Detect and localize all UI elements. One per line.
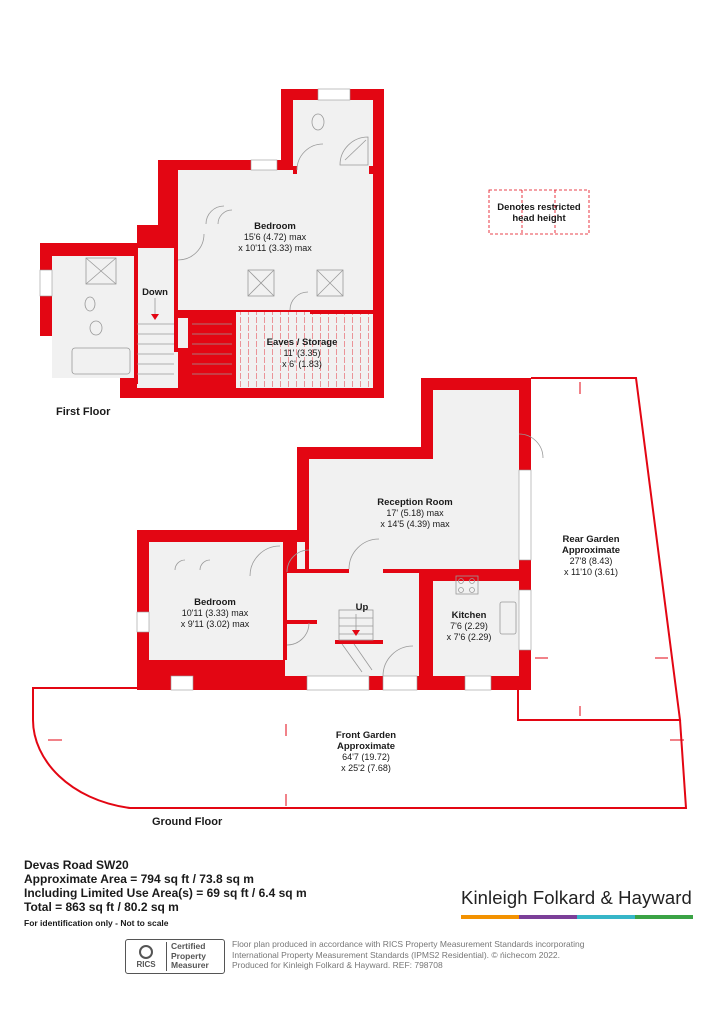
property-info: Devas Road SW20 Approximate Area = 794 s… — [24, 858, 307, 930]
eaves-dim1: 11' (3.35) — [283, 348, 320, 358]
disclaimer: Floor plan produced in accordance with R… — [232, 939, 652, 971]
eaves-restricted-area — [233, 312, 372, 388]
first-floor-stairs — [137, 298, 232, 375]
front-garden-outline — [32, 687, 688, 809]
bath-icon — [71, 347, 131, 375]
rear-garden-sub: Approximate — [562, 545, 620, 556]
first-floor-windows — [39, 88, 351, 297]
toilet-icon — [89, 320, 103, 336]
scale-note: For identification only - Not to scale — [24, 918, 169, 928]
shower-icon — [339, 136, 369, 166]
reception-name: Reception Room — [377, 497, 452, 508]
stairs-down-label: Down — [142, 287, 168, 298]
front-garden-sub: Approximate — [337, 741, 395, 752]
front-garden-dim1: 64'7 (19.72) — [342, 752, 390, 762]
toilet-icon — [311, 113, 325, 131]
stair-arrow-icon — [352, 630, 360, 636]
total-area: Total = 863 sq ft / 80.2 sq m — [24, 900, 179, 914]
ground-floor: Reception Room 17' (5.18) max x 14'5 (4.… — [32, 377, 688, 828]
ground-floor-windows — [136, 469, 532, 691]
kitchen-dim2: x 7'6 (2.29) — [447, 632, 492, 642]
hob-icon — [458, 578, 464, 584]
brand-bar-teal — [577, 915, 635, 919]
bedroom-ground-dim2: x 9'11 (3.02) max — [181, 619, 250, 629]
disclaimer-line2: International Property Measurement Stand… — [232, 949, 561, 960]
limited-use-area: Including Limited Use Area(s) = 69 sq ft… — [24, 886, 307, 900]
ground-floor-internal-walls — [137, 447, 531, 690]
rics-logo-text: RICS — [136, 959, 156, 969]
ground-floor-label: Ground Floor — [152, 816, 223, 828]
bedroom-first-name: Bedroom — [254, 221, 296, 232]
eaves-dim2: x 6' (1.83) — [282, 359, 322, 369]
rear-garden-name: Rear Garden — [562, 534, 619, 545]
bedroom-first-dim2: x 10'11 (3.33) max — [238, 243, 312, 253]
rics-badge: RICS Certified Property Measurer — [125, 939, 225, 974]
kitchen-dim1: 7'6 (2.29) — [450, 621, 488, 631]
bedroom-ground-name: Bedroom — [194, 597, 236, 608]
skylight-icon — [247, 269, 275, 297]
ground-floor-rooms — [149, 390, 519, 676]
bedroom-ground-dim1: 10'11 (3.33) max — [182, 608, 249, 618]
basin-icon — [84, 296, 96, 312]
legend-line1: Denotes restricted — [497, 202, 581, 213]
brand-bar-orange — [461, 915, 519, 919]
brand-bar-green — [635, 915, 693, 919]
garden-dimension-arrows — [48, 382, 684, 806]
disclaimer-line1: Floor plan produced in accordance with R… — [232, 939, 585, 949]
brand-bar-purple — [519, 915, 577, 919]
eaves-name: Eaves / Storage — [267, 337, 338, 348]
rear-garden-dim2: x 11'10 (3.61) — [564, 567, 618, 577]
rics-line2: Property — [171, 950, 206, 961]
skylight-icon — [316, 269, 344, 297]
legend-line2: head height — [512, 213, 566, 224]
rics-logo-icon: RICS — [126, 940, 166, 973]
approximate-area: Approximate Area = 794 sq ft / 73.8 sq m — [24, 872, 254, 886]
stair-arrow-icon — [151, 314, 159, 320]
first-floor: Bedroom 15'6 (4.72) max x 10'11 (3.33) m… — [39, 88, 384, 418]
front-garden-dim2: x 25'2 (7.68) — [341, 763, 391, 773]
ground-floor-fixtures — [174, 433, 544, 677]
bedroom-first-dim1: 15'6 (4.72) max — [244, 232, 307, 242]
first-floor-label: First Floor — [56, 406, 111, 418]
kitchen-name: Kitchen — [452, 610, 487, 621]
reception-dim2: x 14'5 (4.39) max — [380, 519, 450, 529]
rics-line3: Measurer — [171, 960, 209, 971]
front-garden-name: Front Garden — [336, 730, 396, 741]
first-floor-fixtures — [71, 113, 369, 375]
reception-dim1: 17' (5.18) max — [386, 508, 444, 518]
first-floor-internal-walls — [134, 166, 373, 388]
address: Devas Road SW20 — [24, 858, 129, 872]
stairs-up-label: Up — [356, 602, 369, 613]
rics-line1: Certified — [171, 941, 206, 952]
disclaimer-line3: Produced for Kinleigh Folkard & Hayward.… — [232, 960, 443, 970]
sink-icon — [499, 601, 517, 635]
rear-garden-dim1: 27'8 (8.43) — [570, 556, 613, 566]
brand-name: Kinleigh Folkard & Hayward — [461, 887, 692, 908]
legend: Denotes restricted head height — [488, 189, 590, 235]
ground-floor-stairs — [338, 609, 374, 673]
